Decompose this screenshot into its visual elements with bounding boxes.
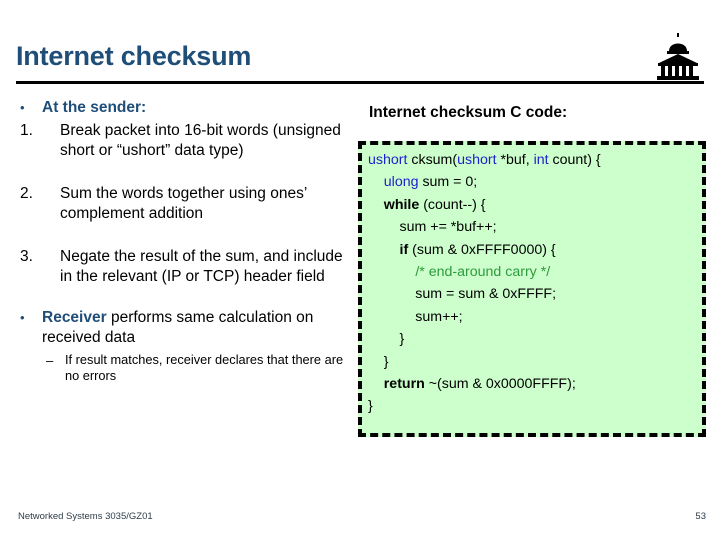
code-token: sum += *buf++;	[368, 219, 497, 236]
receiver-emphasis: Receiver	[42, 308, 107, 326]
code-token	[368, 376, 384, 392]
code-token: ~(sum & 0x0000FFFF);	[424, 376, 576, 393]
code-token: sum++;	[368, 308, 463, 325]
page-title: Internet checksum	[16, 41, 252, 71]
ucl-portico-dome-icon	[648, 33, 708, 80]
step-1-text: Break packet into 16-bit words (unsigned…	[60, 121, 341, 160]
footer-course-label: Networked Systems 3035/GZ01	[18, 511, 153, 522]
sub-list-item-result-matches: – If result matches, receiver declares t…	[16, 352, 356, 384]
spacer	[16, 164, 356, 184]
code-token	[368, 264, 415, 280]
list-item-step-2: 2. Sum the words together using ones’ co…	[16, 184, 356, 225]
step-1-number: 1.	[20, 121, 33, 139]
step-2-text: Sum the words together using ones’ compl…	[60, 184, 307, 223]
bullet-dot-icon: •	[20, 309, 25, 325]
code-section-heading: Internet checksum C code:	[369, 104, 568, 121]
code-token: ushort	[457, 152, 497, 168]
footer-page-number: 53	[695, 511, 706, 522]
spacer	[16, 227, 356, 247]
code-token	[368, 174, 384, 190]
code-line: while (count--) {	[368, 194, 696, 216]
list-item-receiver: • Receiver performs same calculation on …	[16, 308, 356, 349]
code-token: ulong	[383, 174, 419, 191]
code-token	[368, 197, 384, 213]
code-token: sum = sum & 0xFFFF;	[368, 286, 557, 303]
code-line: }	[368, 328, 696, 350]
receiver-rest: performs same calculation on received da…	[42, 308, 314, 347]
title-divider	[16, 81, 704, 84]
step-2-number: 2.	[20, 184, 33, 202]
code-line: ushort cksum(ushort *buf, int count) {	[368, 149, 696, 171]
code-line: sum += *buf++;	[368, 216, 696, 238]
receiver-text: Receiver performs same calculation on re…	[42, 308, 356, 349]
step-3-number: 3.	[20, 247, 33, 265]
step-3-text: Negate the result of the sum, and includ…	[60, 247, 343, 286]
code-token: /* end-around carry */	[415, 264, 551, 281]
code-line: sum++;	[368, 306, 696, 328]
spacer	[16, 290, 356, 308]
c-code-block: ushort cksum(ushort *buf, int count) { u…	[358, 141, 706, 437]
list-item-sender-heading: • At the sender:	[16, 98, 356, 119]
code-token: if	[399, 241, 409, 258]
code-line: if (sum & 0xFFFF0000) {	[368, 239, 696, 261]
list-item-step-1: 1. Break packet into 16-bit words (unsig…	[16, 121, 356, 162]
code-token: }	[368, 353, 389, 370]
code-token: ushort	[368, 152, 408, 168]
code-token: sum = 0;	[418, 174, 478, 191]
code-token: (count--) {	[419, 196, 486, 213]
code-token: while	[383, 196, 420, 213]
bullet-dash-icon: –	[46, 352, 54, 368]
bullet-dot-icon: •	[20, 100, 25, 115]
list-item-step-3: 3. Negate the result of the sum, and inc…	[16, 247, 356, 288]
code-token: count) {	[548, 152, 601, 168]
code-line: ulong sum = 0;	[368, 171, 696, 193]
code-token: return	[383, 376, 425, 393]
code-line: sum = sum & 0xFFFF;	[368, 283, 696, 305]
code-token: cksum(	[407, 152, 458, 168]
code-token: }	[368, 398, 373, 415]
code-token: int	[533, 152, 549, 168]
code-line: return ~(sum & 0x0000FFFF);	[368, 373, 696, 395]
code-token: (sum & 0xFFFF0000) {	[408, 241, 556, 258]
code-token: *buf,	[496, 152, 534, 168]
left-content-column: • At the sender: 1. Break packet into 16…	[16, 98, 356, 384]
sender-heading-text: At the sender:	[42, 99, 147, 116]
code-token: }	[368, 331, 405, 348]
code-line: /* end-around carry */	[368, 261, 696, 283]
code-line: }	[368, 351, 696, 373]
code-line: }	[368, 395, 696, 417]
code-token	[368, 242, 400, 258]
sub-bullet-text: If result matches, receiver declares tha…	[65, 351, 344, 383]
